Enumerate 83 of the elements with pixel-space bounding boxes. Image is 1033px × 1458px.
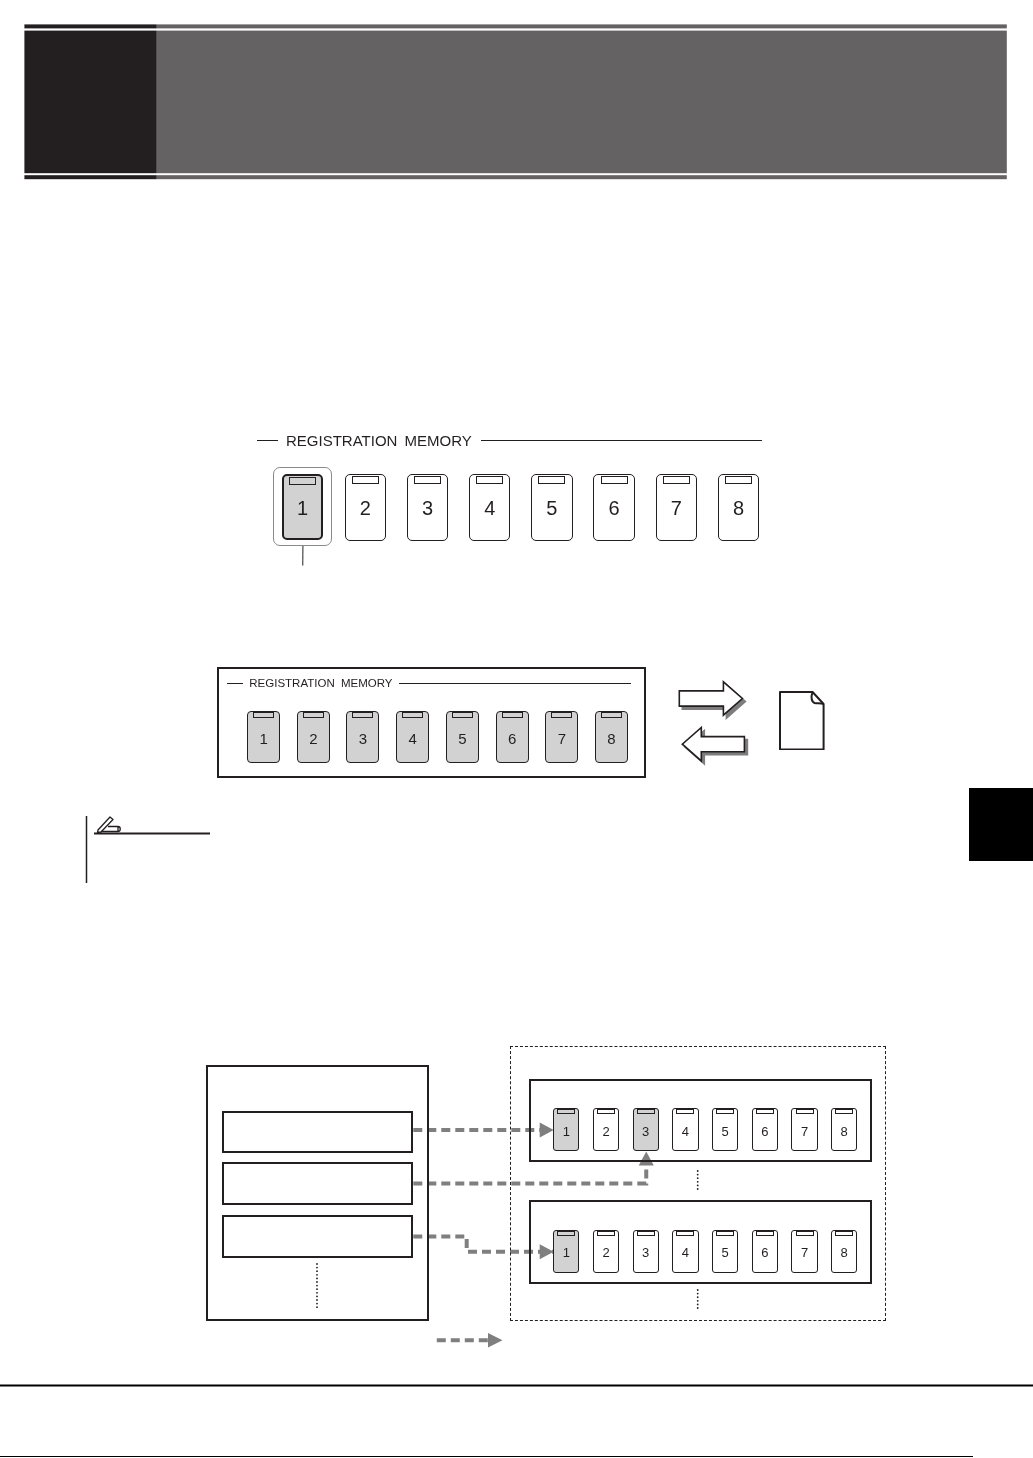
memory-button xyxy=(445,711,479,764)
memory-button xyxy=(751,1230,778,1273)
memory-button xyxy=(672,1108,699,1151)
memory-button xyxy=(632,1108,659,1151)
memory-button xyxy=(632,1230,659,1273)
memory-button xyxy=(592,1230,620,1273)
memory-button xyxy=(553,1230,580,1273)
button-number: 6 xyxy=(761,1124,769,1138)
button-number: 3 xyxy=(358,731,368,747)
memory-button xyxy=(791,1230,818,1273)
memory-panel xyxy=(217,666,647,778)
button-number: 7 xyxy=(800,1124,809,1138)
memory-button xyxy=(831,1230,858,1273)
button-number: 4 xyxy=(484,498,496,519)
memory-button xyxy=(469,474,511,541)
memory-button xyxy=(672,1230,699,1273)
memory-button xyxy=(655,474,697,541)
button-number: 2 xyxy=(309,731,318,747)
button-number: 6 xyxy=(507,731,517,747)
button-number: 2 xyxy=(359,498,371,519)
section-heading: REGISTRATION MEMORY xyxy=(286,432,472,448)
memory-button xyxy=(553,1108,580,1151)
memory-button xyxy=(592,1108,620,1151)
empty-box xyxy=(221,1162,414,1205)
memory-button xyxy=(595,711,628,764)
memory-button xyxy=(791,1108,818,1151)
button-number: 8 xyxy=(840,1124,848,1138)
document-icon xyxy=(779,691,825,751)
dashed-arrow xyxy=(413,1234,554,1260)
button-number: 3 xyxy=(642,1124,650,1138)
memory-button xyxy=(346,711,380,764)
outline-box xyxy=(205,1065,429,1321)
button-number: 4 xyxy=(681,1246,690,1260)
memory-button xyxy=(712,1230,739,1273)
button-number: 3 xyxy=(642,1246,650,1260)
dashed-arrow xyxy=(413,1151,654,1186)
memory-button xyxy=(406,474,449,541)
memory-button xyxy=(717,474,760,541)
dashed-outline-box xyxy=(509,1046,886,1321)
button-number: 5 xyxy=(721,1246,729,1260)
memory-button xyxy=(593,474,635,541)
button-number: 7 xyxy=(670,498,682,519)
memory-button xyxy=(281,473,324,541)
section-tab xyxy=(969,788,1033,861)
button-number: 8 xyxy=(732,498,745,519)
memory-button xyxy=(712,1108,739,1151)
memory-button xyxy=(495,711,529,764)
button-number: 2 xyxy=(602,1246,610,1260)
empty-box xyxy=(221,1215,414,1258)
button-number: 1 xyxy=(259,731,268,747)
memory-button xyxy=(396,711,430,764)
button-number: 7 xyxy=(800,1246,809,1260)
button-number: 1 xyxy=(297,497,309,518)
memory-button xyxy=(531,474,573,541)
button-number: 8 xyxy=(607,731,616,747)
button-number: 5 xyxy=(721,1124,729,1138)
memory-button xyxy=(247,711,281,764)
dashed-arrow xyxy=(413,1122,554,1138)
empty-box xyxy=(221,1110,414,1153)
button-number: 4 xyxy=(408,731,417,747)
button-number: 6 xyxy=(761,1246,769,1260)
section-heading: REGISTRATION MEMORY xyxy=(249,677,393,690)
button-number: 1 xyxy=(562,1124,570,1138)
button-number: 3 xyxy=(421,498,434,519)
highlight-frame xyxy=(273,466,333,546)
memory-button xyxy=(545,711,579,764)
button-number: 5 xyxy=(458,731,467,747)
button-number: 8 xyxy=(840,1246,848,1260)
button-number: 2 xyxy=(602,1124,610,1138)
leader-line xyxy=(302,545,304,567)
button-panel xyxy=(529,1078,872,1163)
memory-button xyxy=(296,711,330,764)
memory-button xyxy=(751,1108,778,1151)
memory-button xyxy=(344,474,386,541)
memory-button xyxy=(831,1108,858,1151)
button-number: 5 xyxy=(546,498,558,519)
button-panel xyxy=(529,1199,872,1284)
button-number: 4 xyxy=(681,1124,690,1138)
button-number: 7 xyxy=(557,731,566,747)
button-number: 6 xyxy=(608,498,620,519)
hollow-arrow xyxy=(681,725,746,763)
button-number: 1 xyxy=(562,1246,570,1260)
hollow-arrow xyxy=(678,680,744,717)
